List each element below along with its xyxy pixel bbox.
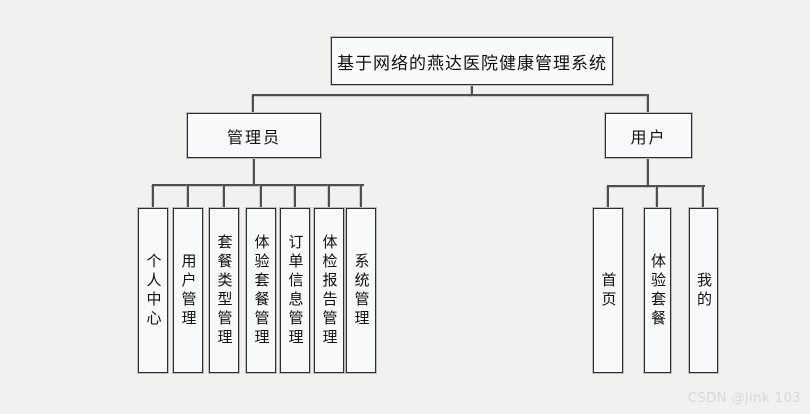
node-experience-package: 体验套餐 xyxy=(644,208,671,373)
node-administrator: 管理员 xyxy=(187,113,321,158)
connector-admin-stem xyxy=(253,158,255,186)
node-experience-package-management: 体验套餐管理 xyxy=(246,208,276,373)
connector-user-stem xyxy=(647,158,649,187)
connector-admin-horizontal xyxy=(152,184,364,186)
connector-admin-leaf-drop xyxy=(223,184,225,208)
node-package-type-management: 套餐类型管理 xyxy=(209,208,239,373)
connector-admin-leaf-drop xyxy=(260,184,262,208)
connector-admin-leaf-drop xyxy=(294,184,296,208)
connector-user-drop xyxy=(647,94,649,113)
connector-level1-horizontal xyxy=(252,94,649,96)
node-exam-report-management: 体检报告管理 xyxy=(314,208,344,373)
connector-admin-leaf-drop xyxy=(328,184,330,208)
connector-admin-leaf-drop xyxy=(360,184,362,208)
node-user-management: 用户管理 xyxy=(173,208,203,373)
connector-root-stem xyxy=(471,85,473,96)
connector-user-leaf-drop xyxy=(702,185,704,208)
connector-admin-leaf-drop xyxy=(187,184,189,208)
node-home: 首页 xyxy=(593,208,623,373)
connector-user-leaf-drop xyxy=(656,185,658,208)
node-system-root: 基于网络的燕达医院健康管理系统 xyxy=(331,37,613,85)
connector-admin-leaf-drop xyxy=(152,184,154,208)
node-personal-center: 个人中心 xyxy=(138,208,168,373)
connector-admin-drop xyxy=(252,94,254,113)
node-system-management: 系统管理 xyxy=(346,208,376,373)
node-mine: 我的 xyxy=(689,208,718,373)
node-user: 用户 xyxy=(605,113,692,158)
connector-user-leaf-drop xyxy=(607,185,609,208)
node-order-info-management: 订单信息管理 xyxy=(280,208,310,373)
csdn-watermark: CSDN @jink 103 xyxy=(687,391,801,406)
